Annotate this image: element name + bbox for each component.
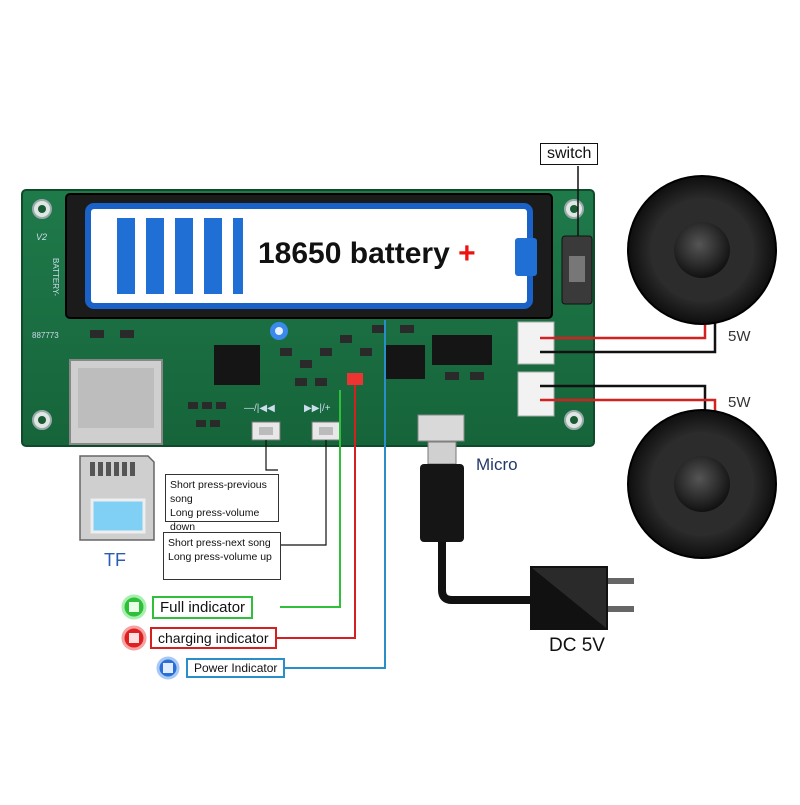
speaker-top-power: 5W xyxy=(728,328,751,345)
silk-code: 887773 xyxy=(32,331,59,340)
silk-battery: BATTERY- xyxy=(51,258,60,297)
speaker-top xyxy=(627,175,777,325)
battery-tip xyxy=(515,238,537,276)
prev-short-press-text: Short press-previous song xyxy=(170,479,267,505)
charging-indicator-label: charging indicator xyxy=(150,627,277,649)
micro-usb-port xyxy=(417,414,465,442)
tf-label: TF xyxy=(104,550,126,570)
switch-label: switch xyxy=(540,143,599,165)
silk-prev: —/|◀◀ xyxy=(244,403,275,414)
next-button-callout: Short press-next song Long press-volume … xyxy=(163,532,281,580)
prev-button-callout: Short press-previous song Long press-vol… xyxy=(165,474,279,533)
speaker-bottom xyxy=(627,409,777,559)
prev-long-press-text: Long press-volume down xyxy=(170,507,260,533)
indicator-wires xyxy=(276,320,386,669)
mounting-holes xyxy=(32,199,584,430)
power-indicator-label: Power Indicator xyxy=(186,658,286,678)
usb-cable xyxy=(420,441,530,604)
indicator-icons xyxy=(121,594,180,680)
speaker-connectors xyxy=(517,321,555,417)
tf-card xyxy=(79,455,155,541)
silk-next: ▶▶|/+ xyxy=(304,403,331,414)
speaker-bottom-power: 5W xyxy=(728,394,751,411)
pcb-smd-parts xyxy=(90,325,484,427)
micro-label: Micro xyxy=(476,455,518,474)
battery-label: 18650 battery + xyxy=(258,237,476,271)
silk-version: V2 xyxy=(36,232,48,242)
dc-label: DC 5V xyxy=(549,635,605,656)
dc-adapter xyxy=(530,566,634,630)
battery-label-text: 18650 battery xyxy=(258,237,450,270)
pcb-chips xyxy=(214,335,492,385)
full-indicator-label: Full indicator xyxy=(152,596,254,619)
button-leaders xyxy=(265,440,327,546)
battery-level-bars xyxy=(117,218,243,294)
next-short-press-text: Short press-next song xyxy=(168,537,271,549)
next-long-press-text: Long press-volume up xyxy=(168,551,272,563)
led-red xyxy=(347,373,363,385)
battery-plus-sign: + xyxy=(458,237,476,270)
